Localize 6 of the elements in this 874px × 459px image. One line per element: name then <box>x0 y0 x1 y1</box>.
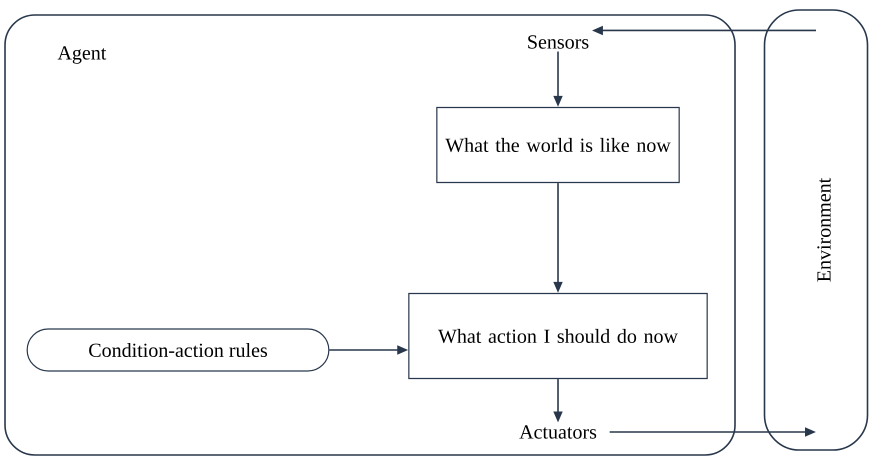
label-text: Actuators <box>519 425 596 439</box>
process-box: What the world is like now <box>436 106 680 184</box>
environment-box: Environment <box>764 9 868 451</box>
rules-box: Condition-action rules <box>26 328 330 372</box>
process-box: What action I should do now <box>408 292 708 380</box>
label-text: Sensors <box>528 35 588 49</box>
